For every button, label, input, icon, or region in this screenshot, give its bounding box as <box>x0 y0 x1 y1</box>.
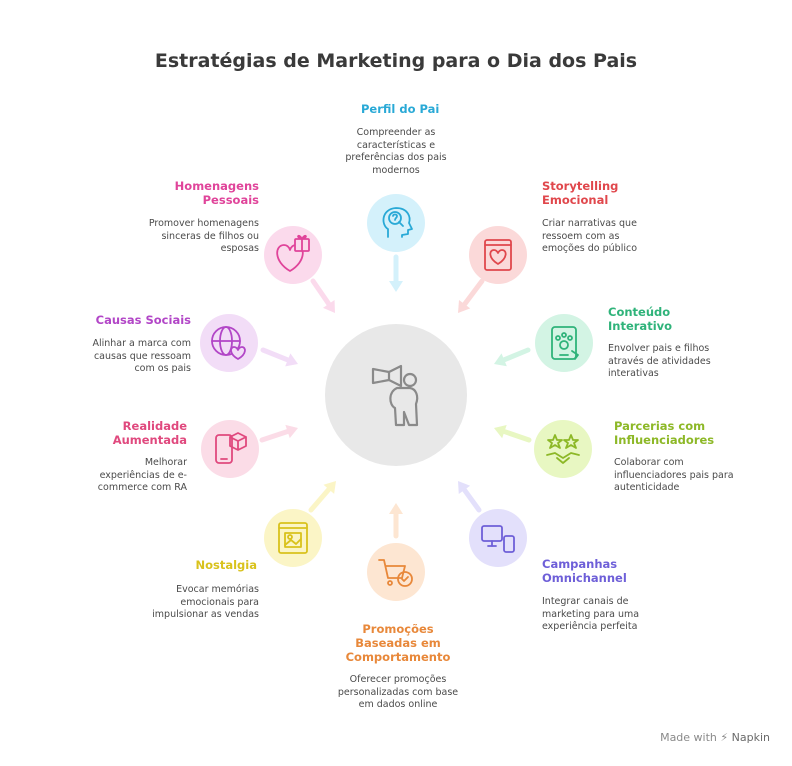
arrow-causas <box>260 347 291 363</box>
megaphone-person-icon <box>371 364 419 427</box>
node-title-realidade: Realidade Aumentada <box>112 419 187 447</box>
node-homenagens <box>264 226 335 313</box>
phone-cube-icon <box>215 432 247 464</box>
node-title-omnichannel: Campanhas Omnichannel <box>542 557 627 585</box>
arrowhead-realidade <box>285 424 298 439</box>
node-perfil <box>367 194 425 292</box>
node-desc-conteudo: Envolver pais e filhos através de ativid… <box>608 343 711 379</box>
circle-perfil <box>367 194 425 252</box>
arrowhead-omnichannel <box>458 481 471 495</box>
arrow-nostalgia <box>308 486 332 513</box>
arrowhead-conteudo <box>494 353 507 367</box>
arrowhead-parcerias <box>494 424 507 439</box>
node-parcerias <box>494 420 592 478</box>
node-desc-realidade: Melhorar experiências de e-commerce com … <box>97 457 187 493</box>
arrowhead-nostalgia <box>323 481 336 494</box>
node-promocoes <box>367 503 425 601</box>
node-title-nostalgia: Nostalgia <box>195 558 257 572</box>
napkin-logo-icon: ⚡ <box>720 731 729 744</box>
arrow-omnichannel <box>461 487 482 513</box>
node-title-perfil: Perfil do Pai <box>361 102 440 116</box>
arrowhead-causas <box>285 353 298 367</box>
photo-album-icon <box>278 522 308 554</box>
circle-storytelling <box>469 226 527 284</box>
arrowhead-perfil <box>389 281 403 292</box>
heart-book-icon <box>484 239 512 271</box>
arrowhead-promocoes <box>389 503 403 514</box>
node-title-conteudo: Conteúdo Interativo <box>608 305 673 333</box>
made-with-napkin[interactable]: Made with ⚡ Napkin <box>660 731 770 744</box>
circle-parcerias <box>534 420 592 478</box>
node-conteudo <box>494 314 593 372</box>
node-desc-omnichannel: Integrar canais de marketing para uma ex… <box>542 596 640 632</box>
node-realidade <box>201 420 298 478</box>
circle-conteudo <box>535 314 593 372</box>
center-circle <box>325 324 467 466</box>
node-desc-storytelling: Criar narrativas que ressoem com as emoç… <box>542 218 638 254</box>
node-omnichannel <box>458 481 527 567</box>
circle-promocoes <box>367 543 425 601</box>
node-title-parcerias: Parcerias com Influenciadores <box>614 419 715 447</box>
node-desc-nostalgia: Evocar memórias emocionais para impulsio… <box>152 584 259 620</box>
circle-nostalgia <box>264 509 322 567</box>
arrow-realidade <box>259 428 291 443</box>
node-desc-perfil: Compreender as características e preferê… <box>345 127 447 176</box>
circle-omnichannel <box>469 509 527 567</box>
arrowhead-homenagens <box>322 299 335 313</box>
arrowhead-storytelling <box>458 300 471 313</box>
node-title-causas: Causas Sociais <box>95 313 191 327</box>
diagram-title: Estratégias de Marketing para o Dia dos … <box>154 50 638 72</box>
arrow-storytelling <box>462 278 485 307</box>
node-causas <box>200 314 298 372</box>
node-desc-homenagens: Promover homenagens sinceras de filhos o… <box>148 218 259 254</box>
node-desc-parcerias: Colaborar com influenciadores pais para … <box>614 457 734 493</box>
cart-check-icon <box>378 559 413 587</box>
arrow-conteudo <box>501 347 531 363</box>
head-search-icon <box>382 207 413 238</box>
circle-homenagens <box>264 226 322 284</box>
devices-icon <box>481 525 515 553</box>
node-title-promocoes: Promoções Baseadas em Comportamento <box>345 622 451 664</box>
arrow-homenagens <box>310 278 332 307</box>
arrow-parcerias <box>501 429 532 443</box>
tablet-paw-icon <box>551 326 579 360</box>
node-title-storytelling: Storytelling Emocional <box>542 179 619 207</box>
circle-realidade <box>201 420 259 478</box>
node-desc-causas: Alinhar a marca com causas que ressoam c… <box>92 338 191 374</box>
node-storytelling <box>458 226 527 313</box>
heart-gift-icon <box>276 234 310 272</box>
footer-brand: Napkin <box>731 731 770 744</box>
node-desc-promocoes: Oferecer promoções personalizadas com ba… <box>337 674 459 710</box>
globe-heart-icon <box>211 326 246 360</box>
circle-causas <box>200 314 258 372</box>
footer-prefix: Made with <box>660 731 717 744</box>
node-nostalgia <box>264 481 336 567</box>
stars-handshake-icon <box>546 434 580 464</box>
node-title-homenagens: Homenagens Pessoais <box>174 179 259 207</box>
